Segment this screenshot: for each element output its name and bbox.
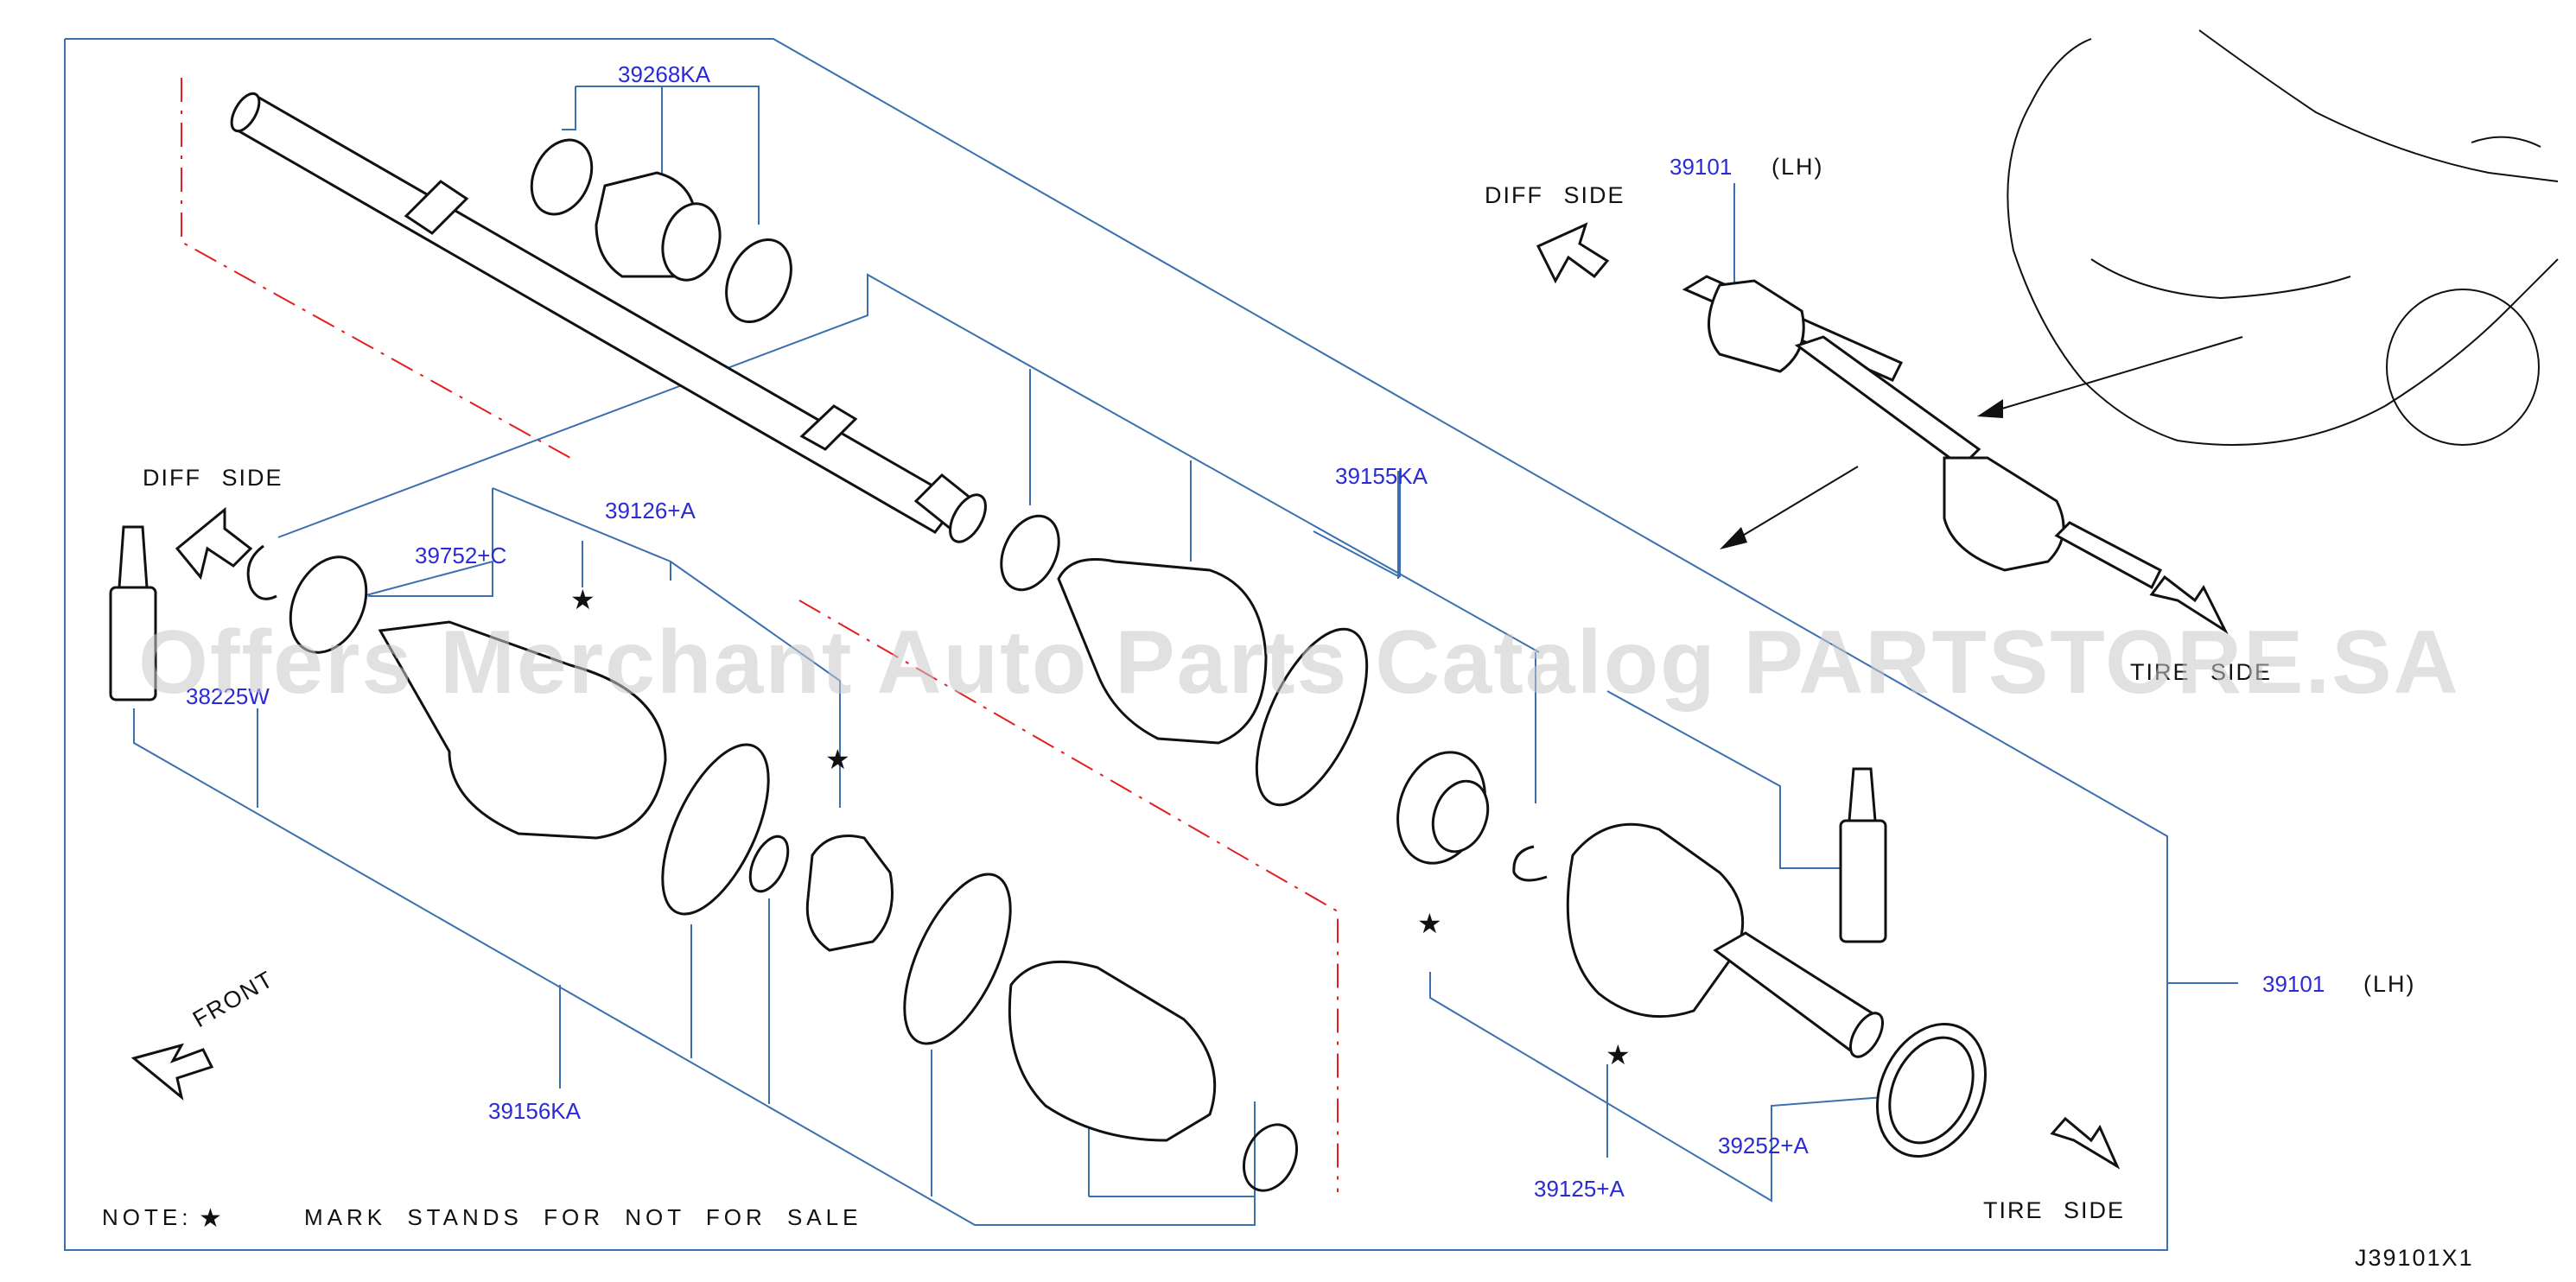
boot-mid: [1000, 514, 1369, 807]
shaft-assembly-top: [1682, 275, 2162, 590]
label-tire-side-bottom: TIRE SIDE: [1983, 1197, 2125, 1223]
star-marker-39125-b: ★: [1606, 1039, 1631, 1070]
part-lh-right: (LH): [2363, 971, 2416, 997]
note-star: ★: [199, 1204, 222, 1233]
phantom-line-upper: [181, 78, 571, 459]
label-front: FRONT: [188, 966, 278, 1032]
vehicle-illustration: [2007, 29, 2559, 446]
note-text: MARK STANDS FOR NOT FOR SALE: [304, 1204, 862, 1230]
diagram-code: J39101X1: [2355, 1245, 2474, 1271]
outer-joint: [1566, 822, 1987, 1158]
part-number-39126A: 39126+A: [605, 498, 696, 524]
note-prefix: NOTE:: [102, 1204, 192, 1230]
leader-39126A: [362, 487, 841, 808]
part-number-39156KA: 39156KA: [488, 1098, 582, 1124]
drive-shaft: [230, 92, 988, 543]
leader-39125A: [1429, 972, 1885, 1203]
outer-joint-hub: [1396, 751, 1548, 882]
part-number-39101-right: 39101: [2262, 971, 2325, 997]
part-number-39268KA: 39268KA: [618, 61, 711, 87]
leader-39155KA: [277, 273, 1841, 869]
label-diff-side-right: DIFF SIDE: [1485, 182, 1625, 208]
grease-tube-left: [109, 525, 157, 701]
star-marker-39126-b: ★: [825, 744, 850, 775]
part-number-39752C: 39752+C: [415, 543, 506, 568]
diagram-frame: [64, 38, 2168, 1251]
watermark: Offers Merchant Auto Parts Catalog PARTS…: [138, 612, 2460, 713]
part-number-39252A: 39252+A: [1718, 1133, 1809, 1158]
boot-kit-top: [530, 138, 792, 324]
part-number-39125A: 39125+A: [1534, 1176, 1625, 1202]
direction-arrows: [130, 222, 2243, 1170]
leader-39268KA: [562, 86, 760, 225]
part-lh-top: (LH): [1771, 154, 1824, 180]
star-marker-39126-a: ★: [570, 584, 595, 615]
inner-joint: [246, 544, 1298, 1192]
grease-tube-right: [1839, 767, 1887, 943]
phantom-line-lower: [798, 600, 1339, 1192]
part-number-39155KA: 39155KA: [1335, 463, 1428, 489]
leader-39156KA: [133, 708, 1256, 1226]
part-number-38225W: 38225W: [186, 683, 270, 709]
label-tire-side-top: TIRE SIDE: [2130, 659, 2272, 685]
label-diff-side-left: DIFF SIDE: [143, 465, 283, 491]
part-number-39101-top: 39101: [1670, 154, 1732, 180]
star-marker-39125-a: ★: [1417, 908, 1442, 939]
